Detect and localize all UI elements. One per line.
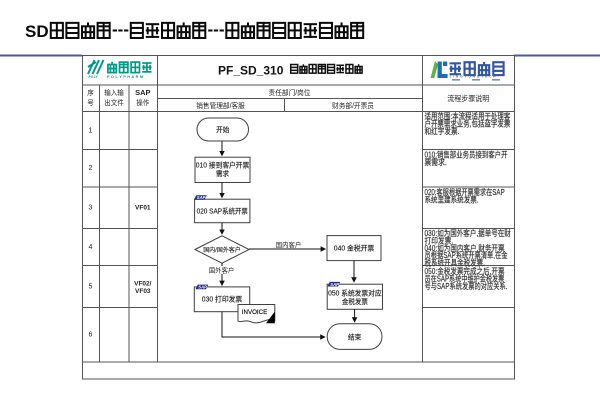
svg-text:5: 5: [89, 284, 93, 291]
svg-text:票需求.: 票需求.: [425, 157, 447, 167]
svg-text:税系统开具金税发票.: 税系统开具金税发票.: [425, 258, 486, 268]
svg-text:6: 6: [89, 332, 93, 339]
svg-text:流程步骤说明: 流程步骤说明: [447, 93, 489, 103]
svg-text:4: 4: [89, 244, 93, 251]
svg-text:SD: SD: [25, 22, 49, 41]
svg-text:P O L Y P H A R M: P O L Y P H A R M: [107, 75, 143, 79]
svg-text:输入输: 输入输: [104, 88, 124, 97]
svg-text:2: 2: [89, 165, 93, 172]
svg-text:开始: 开始: [216, 125, 229, 134]
svg-text:PF_SD_310: PF_SD_310: [218, 64, 284, 78]
svg-text:财务部/开票员: 财务部/开票员: [332, 101, 374, 110]
svg-text:国外客户: 国外客户: [209, 266, 235, 275]
svg-text:040:如为国内客户,财务开票: 040:如为国内客户,财务开票: [425, 243, 505, 253]
svg-text:员在SAP系统中维护金税发票: 员在SAP系统中维护金税发票: [425, 273, 505, 283]
svg-text:序: 序: [87, 88, 94, 97]
svg-text:需求: 需求: [216, 169, 229, 178]
svg-text:050 系统发票对应: 050 系统发票对应: [328, 289, 381, 298]
svg-text:050:金税发票完成之后,开票: 050:金税发票完成之后,开票: [425, 266, 505, 276]
svg-text:INVOICE: INVOICE: [242, 309, 267, 316]
svg-text:责任部门/岗位: 责任部门/岗位: [269, 88, 311, 97]
svg-text:和红字发票.: 和红字发票.: [425, 126, 460, 136]
svg-text:销售管理部/客服: 销售管理部/客服: [196, 101, 245, 110]
svg-text:020 SAP系统开票: 020 SAP系统开票: [197, 207, 248, 216]
svg-text:---: ---: [112, 20, 129, 39]
svg-text:030:如为国外客户,据单号在财: 030:如为国外客户,据单号在财: [425, 228, 511, 238]
svg-text:金税发票: 金税发票: [342, 297, 368, 306]
svg-text:国内客户: 国内客户: [276, 240, 302, 249]
svg-text:号: 号: [87, 99, 94, 107]
svg-text:SAP: SAP: [330, 282, 339, 287]
svg-text:国内/国外客户: 国内/国外客户: [203, 246, 241, 254]
svg-text:---: ---: [208, 20, 225, 39]
svg-text:操作: 操作: [136, 98, 149, 107]
svg-text:户开票需求业务,包括蓝字发票: 户开票需求业务,包括蓝字发票: [425, 118, 511, 128]
svg-text:系统里建系统发票.: 系统里建系统发票.: [425, 194, 479, 204]
svg-text:SAP: SAP: [197, 195, 206, 200]
svg-text:员根据SAP系统开票清单,在金: 员根据SAP系统开票清单,在金: [425, 250, 508, 260]
svg-text:VF01: VF01: [135, 205, 151, 212]
svg-text:号与SAP系统发票的对应关系.: 号与SAP系统发票的对应关系.: [425, 281, 508, 291]
svg-text:1: 1: [89, 128, 93, 135]
svg-text:SAP: SAP: [135, 88, 150, 97]
svg-text:出文件: 出文件: [104, 98, 124, 107]
svg-text:010:销售部业务员接到客户开: 010:销售部业务员接到客户开: [425, 150, 508, 160]
svg-text:040 金税开票: 040 金税开票: [334, 244, 374, 253]
svg-text:VF02/: VF02/: [134, 281, 152, 288]
svg-text:020:客服根据开票需求在SAP: 020:客服根据开票需求在SAP: [425, 187, 505, 197]
svg-text:030 打印发票: 030 打印发票: [202, 295, 242, 304]
svg-text:VF03: VF03: [135, 288, 151, 295]
svg-text:SAP: SAP: [198, 285, 207, 290]
svg-text:打印发票.: 打印发票.: [425, 235, 454, 245]
svg-text:结束: 结束: [348, 333, 361, 342]
svg-text:适用范围:本流程适用于处理客: 适用范围:本流程适用于处理客: [425, 111, 511, 121]
svg-text:3: 3: [89, 205, 93, 212]
svg-text:POLY: POLY: [89, 75, 99, 79]
svg-text:J I N G T O N G T E C H: J I N G T O N G T E C H: [450, 75, 497, 79]
svg-text:010 接到客户开票: 010 接到客户开票: [196, 161, 249, 170]
